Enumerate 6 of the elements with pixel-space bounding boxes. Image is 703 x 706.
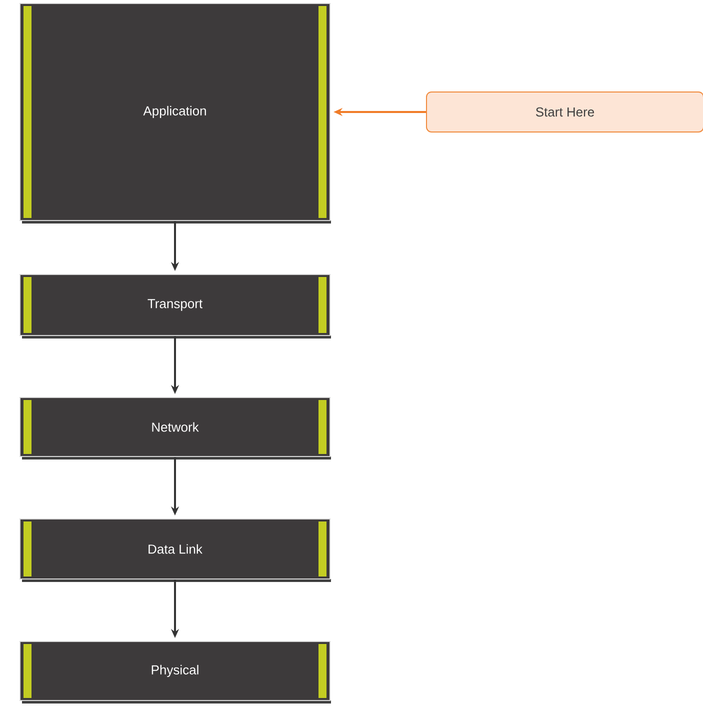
layer-box: Physical	[20, 641, 331, 704]
callout-box: Start Here	[426, 92, 703, 132]
layer-box: Application	[20, 3, 331, 224]
layer-box: Data Link	[20, 518, 331, 582]
layer-box: Network	[20, 397, 331, 460]
layer-box: Transport	[20, 274, 331, 338]
